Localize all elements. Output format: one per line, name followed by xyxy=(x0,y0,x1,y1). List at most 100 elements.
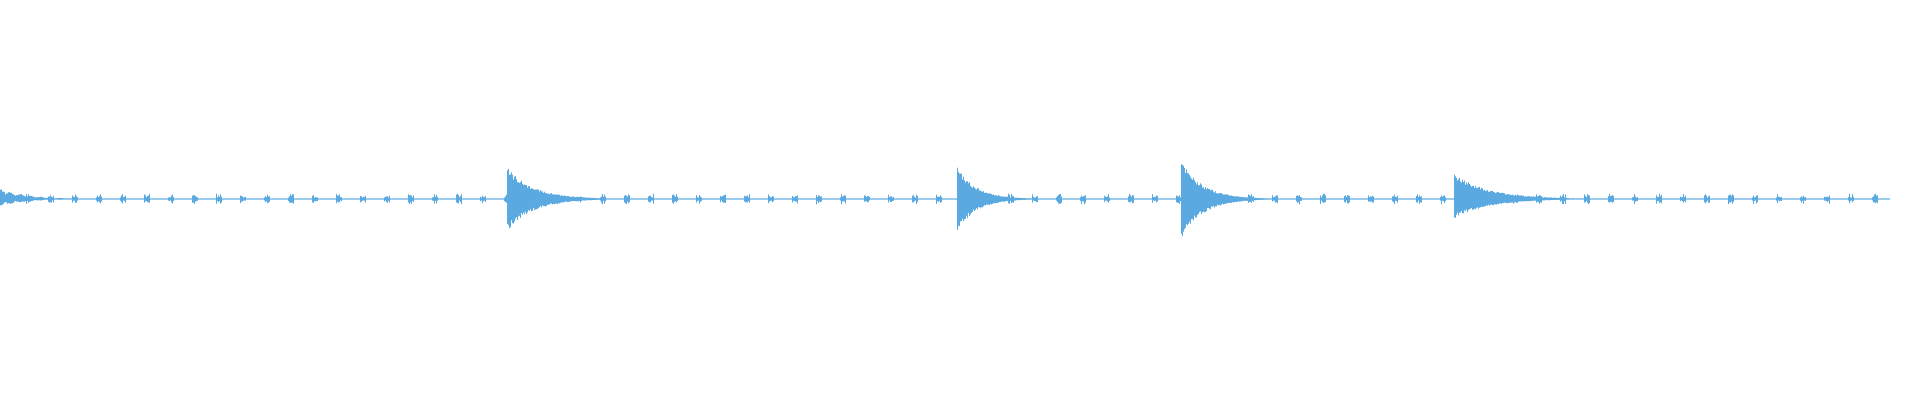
waveform-sample-bar xyxy=(1656,195,1657,204)
waveform-sample-bar xyxy=(1731,196,1732,202)
waveform-sample-bar xyxy=(1192,179,1193,219)
waveform-sample-bar xyxy=(798,198,799,200)
waveform-sample-bar xyxy=(1316,198,1317,200)
waveform-sample-bar xyxy=(518,182,519,217)
waveform-sample-bar xyxy=(965,182,966,219)
waveform-sample-bar xyxy=(677,196,678,201)
waveform-sample-bar xyxy=(270,198,271,200)
waveform-sample-bar xyxy=(808,198,809,200)
waveform-sample-bar xyxy=(1494,192,1495,205)
waveform-sample-bar xyxy=(823,198,824,200)
waveform-sample-bar xyxy=(714,198,715,200)
waveform-sample-bar xyxy=(1247,197,1248,201)
waveform-sample-bar xyxy=(1109,197,1110,201)
waveform-sample-bar xyxy=(1889,198,1890,200)
waveform-sample-bar xyxy=(1033,196,1034,201)
waveform-sample-bar xyxy=(708,198,709,200)
waveform-sample-bar xyxy=(493,198,494,200)
waveform-sample-bar xyxy=(843,195,844,202)
waveform-sample-bar xyxy=(1801,196,1802,203)
waveform-sample-bar xyxy=(382,198,383,200)
waveform-sample-bar xyxy=(1355,198,1356,200)
waveform-sample-bar xyxy=(1782,198,1783,200)
waveform-sample-bar xyxy=(125,195,126,203)
waveform-sample-bar xyxy=(1538,196,1539,203)
waveform-sample-bar xyxy=(1506,194,1507,204)
waveform-sample-bar xyxy=(608,198,609,200)
waveform-sample-bar xyxy=(483,196,484,202)
waveform-sample-bar xyxy=(1240,196,1241,202)
waveform-sample-bar xyxy=(298,198,299,200)
waveform-sample-bar xyxy=(1,189,2,206)
waveform-sample-bar xyxy=(1274,196,1275,201)
waveform-sample-bar xyxy=(1452,198,1453,200)
waveform-sample-bar xyxy=(1569,198,1570,200)
waveform-sample-bar xyxy=(1708,196,1709,203)
waveform-sample-bar xyxy=(1414,198,1415,200)
waveform-sample-bar xyxy=(1400,198,1401,200)
waveform-sample-bar xyxy=(191,198,192,200)
waveform-sample-bar xyxy=(1450,198,1451,200)
waveform-sample-bar xyxy=(1287,198,1288,200)
waveform-sample-bar xyxy=(700,196,701,202)
waveform-sample-bar xyxy=(27,196,28,201)
waveform-sample-bar xyxy=(1509,194,1510,203)
waveform-sample-bar xyxy=(1306,198,1307,200)
waveform-sample-bar xyxy=(785,198,786,200)
waveform-sample-bar xyxy=(1650,198,1651,200)
waveform-sample-bar xyxy=(41,196,42,201)
waveform-sample-bar xyxy=(746,195,747,203)
waveform-sample-bar xyxy=(1690,198,1691,200)
waveform-sample-bar xyxy=(1661,194,1662,204)
waveform-sample-bar xyxy=(1348,195,1349,204)
waveform-sample-bar xyxy=(321,198,322,200)
waveform-sample-bar xyxy=(66,198,67,200)
waveform-sample-bar xyxy=(1325,195,1326,203)
waveform-sample-bar xyxy=(790,198,791,200)
waveform-sample-bar xyxy=(1119,198,1120,200)
waveform-sample-bar xyxy=(877,198,878,200)
waveform-sample-bar xyxy=(976,189,977,209)
waveform-sample-bar xyxy=(1742,198,1743,200)
waveform-sample-bar xyxy=(1617,198,1618,200)
waveform-sample-bar xyxy=(713,198,714,200)
waveform-sample-bar xyxy=(812,198,813,200)
waveform-sample-bar xyxy=(1235,196,1236,202)
waveform-sample-bar xyxy=(1552,197,1553,200)
waveform-sample-bar xyxy=(1818,198,1819,200)
waveform-sample-bar xyxy=(902,198,903,200)
waveform-sample-bar xyxy=(939,196,940,201)
waveform-sample-bar xyxy=(1604,198,1605,200)
waveform-sample-bar xyxy=(557,194,558,205)
waveform-sample-bar xyxy=(1237,196,1238,202)
waveform-sample-bar xyxy=(1280,198,1281,200)
waveform-sample-bar xyxy=(1833,198,1834,200)
waveform-sample-bar xyxy=(428,198,429,200)
waveform-sample-bar xyxy=(913,195,914,203)
waveform-sample-bar xyxy=(831,198,832,200)
waveform-sample-bar xyxy=(1441,195,1442,205)
waveform-sample-bar xyxy=(887,198,888,200)
waveform-sample-bar xyxy=(634,198,635,200)
waveform-sample-bar xyxy=(1407,198,1408,200)
waveform-sample-bar xyxy=(339,194,340,203)
waveform-sample-bar xyxy=(1729,194,1730,203)
waveform-sample-bar xyxy=(1775,198,1776,200)
waveform-sample-bar xyxy=(1530,196,1531,202)
waveform-sample-bar xyxy=(410,195,411,203)
waveform-sample-bar xyxy=(629,195,630,203)
waveform-sample-bar xyxy=(88,198,89,200)
waveform-sample-bar xyxy=(1580,198,1581,200)
waveform-sample-bar xyxy=(192,195,193,203)
waveform-sample-bar xyxy=(268,196,269,203)
waveform-sample-bar xyxy=(577,196,578,202)
waveform-sample-bar xyxy=(1459,177,1460,213)
waveform-sample-bar xyxy=(718,198,719,200)
waveform-sample-bar xyxy=(1420,196,1421,203)
waveform-sample-bar xyxy=(1422,198,1423,200)
waveform-sample-bar xyxy=(1480,189,1481,208)
waveform-sample-bar xyxy=(1623,198,1624,200)
waveform-sample-bar xyxy=(63,198,64,200)
